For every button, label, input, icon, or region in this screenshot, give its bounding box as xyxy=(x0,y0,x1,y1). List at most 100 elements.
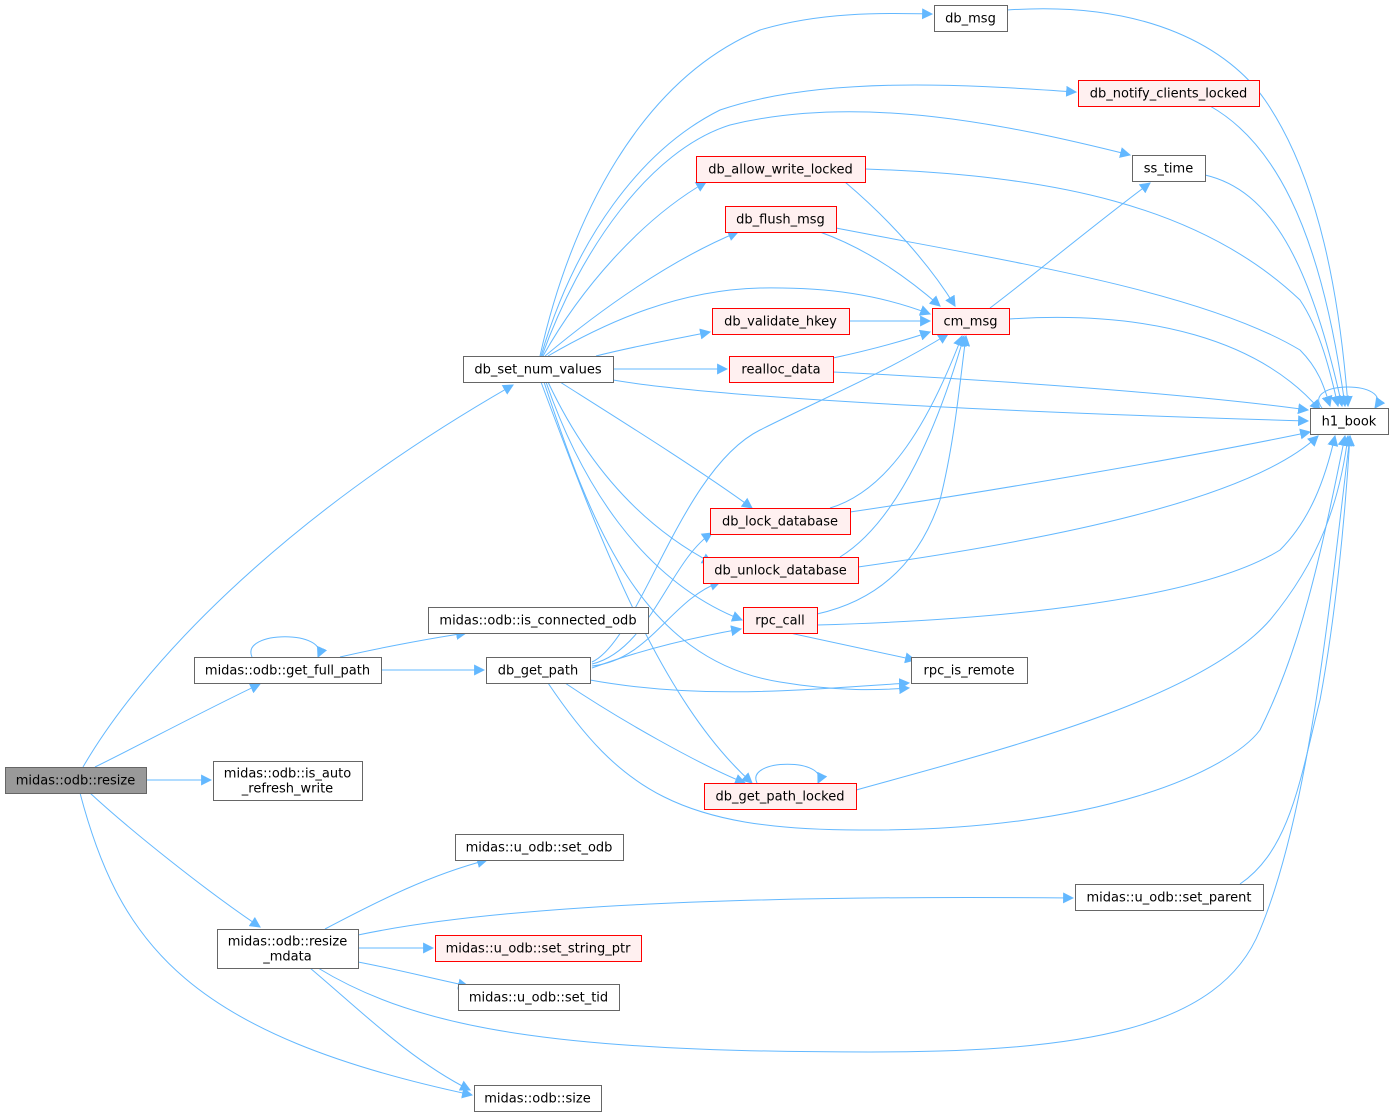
node-label: db_msg xyxy=(945,12,996,27)
node-db_msg[interactable]: db_msg xyxy=(934,5,1008,32)
node-box xyxy=(696,156,866,183)
node-h1_book[interactable]: h1_book xyxy=(1310,408,1389,435)
node-is_connected_odb[interactable]: midas::odb::is_connected_odb xyxy=(428,607,649,634)
edge-db_unlock_database-to-h1_book xyxy=(857,435,1319,568)
node-box xyxy=(458,984,620,1011)
edge-h1_book-to-h1_book xyxy=(1318,386,1386,409)
node-label: cm_msg xyxy=(944,315,998,330)
edge-rpc_call-to-rpc_is_remote xyxy=(789,632,917,664)
edges-layer xyxy=(79,8,1386,1099)
node-box xyxy=(712,308,850,335)
node-label: midas::odb::get_full_path xyxy=(205,664,370,679)
node-box xyxy=(217,929,359,969)
node-box xyxy=(463,356,614,383)
node-label: midas::odb::size xyxy=(484,1092,590,1107)
node-box xyxy=(455,834,624,861)
edge-resize-to-db_set_num_values xyxy=(82,384,514,768)
edge-rpc_call-to-h1_book xyxy=(816,434,1339,626)
node-box xyxy=(743,607,818,634)
node-box xyxy=(703,557,859,584)
node-db_unlock_database[interactable]: db_unlock_database xyxy=(703,557,859,584)
node-db_set_num_values[interactable]: db_set_num_values xyxy=(463,356,614,383)
edge-resize_mdata-to-h1_book xyxy=(317,434,1355,1053)
node-label: midas::odb::resize xyxy=(228,935,348,950)
node-label: realloc_data xyxy=(741,363,820,378)
node-box xyxy=(435,935,642,962)
node-get_full_path[interactable]: midas::odb::get_full_path xyxy=(194,657,382,684)
node-db_flush_msg[interactable]: db_flush_msg xyxy=(725,206,837,233)
node-is_auto_refresh_write[interactable]: midas::odb::is_auto_refresh_write xyxy=(213,761,363,801)
node-rpc_call[interactable]: rpc_call xyxy=(743,607,818,634)
edge-db_flush_msg-to-cm_msg xyxy=(819,231,941,307)
node-label: midas::u_odb::set_tid xyxy=(469,991,608,1006)
node-resize[interactable]: midas::odb::resize xyxy=(5,767,147,794)
node-db_lock_database[interactable]: db_lock_database xyxy=(710,508,851,535)
node-label: midas::u_odb::set_parent xyxy=(1087,891,1252,906)
node-box xyxy=(213,761,363,801)
node-set_string_ptr[interactable]: midas::u_odb::set_string_ptr xyxy=(435,935,642,962)
node-label: rpc_is_remote xyxy=(924,664,1015,679)
edge-db_get_path_locked-to-h1_book xyxy=(855,434,1353,791)
edge-db_set_num_values-to-db_msg xyxy=(539,8,934,357)
node-box xyxy=(5,767,147,794)
node-box xyxy=(729,356,834,383)
node-label: _mdata xyxy=(262,950,311,965)
node-box xyxy=(704,783,857,810)
edge-db_set_num_values-to-ss_time xyxy=(541,111,1132,357)
node-db_get_path_locked[interactable]: db_get_path_locked xyxy=(704,783,857,810)
edge-db_get_path-to-rpc_is_remote xyxy=(589,678,911,693)
edge-realloc_data-to-cm_msg xyxy=(832,329,932,359)
node-label: midas::u_odb::set_string_ptr xyxy=(446,942,632,957)
node-ss_time[interactable]: ss_time xyxy=(1132,155,1206,182)
edge-db_set_num_values-to-rpc_is_remote xyxy=(543,381,911,695)
node-box xyxy=(428,607,649,634)
node-db_validate_hkey[interactable]: db_validate_hkey xyxy=(712,308,850,335)
node-label: rpc_call xyxy=(755,614,805,629)
edge-resize_mdata-to-set_odb xyxy=(324,857,489,930)
edge-db_set_num_values-to-db_notify_clients_locked xyxy=(540,84,1078,357)
node-box xyxy=(934,5,1008,32)
node-rpc_is_remote[interactable]: rpc_is_remote xyxy=(911,657,1028,684)
node-label: db_notify_clients_locked xyxy=(1090,87,1247,102)
node-box xyxy=(1078,80,1260,107)
edge-db_get_path_locked-to-db_get_path_locked xyxy=(755,763,828,784)
edge-rpc_call-to-cm_msg xyxy=(816,334,971,615)
edge-db_get_path-to-rpc_call xyxy=(591,625,743,669)
edge-cm_msg-to-h1_book xyxy=(1008,316,1321,411)
edge-db_unlock_database-to-cm_msg xyxy=(839,334,967,558)
node-label: db_allow_write_locked xyxy=(708,163,853,178)
node-label: _refresh_write xyxy=(241,782,333,797)
node-label: db_unlock_database xyxy=(714,564,847,579)
node-db_notify_clients_locked[interactable]: db_notify_clients_locked xyxy=(1078,80,1260,107)
edge-db_allow_write_locked-to-cm_msg xyxy=(844,181,956,307)
edge-ss_time-to-h1_book xyxy=(1204,174,1346,408)
edge-db_set_num_values-to-rpc_call xyxy=(545,381,744,622)
edge-db_set_num_values-to-db_lock_database xyxy=(559,381,753,509)
node-box xyxy=(486,657,591,684)
edge-db_set_num_values-to-db_unlock_database xyxy=(547,381,713,564)
node-db_allow_write_locked[interactable]: db_allow_write_locked xyxy=(696,156,866,183)
node-label: midas::odb::resize xyxy=(16,774,136,789)
node-db_get_path[interactable]: db_get_path xyxy=(486,657,591,684)
edge-db_msg-to-h1_book xyxy=(1006,8,1353,408)
edge-db_set_num_values-to-db_validate_hkey xyxy=(595,328,712,357)
node-label: db_get_path_locked xyxy=(716,790,845,805)
node-label: midas::odb::is_auto xyxy=(224,767,351,782)
edge-resize-to-odb_size xyxy=(79,792,474,1099)
edge-db_get_path-to-db_get_path_locked xyxy=(564,682,747,785)
node-box xyxy=(932,308,1010,335)
node-cm_msg[interactable]: cm_msg xyxy=(932,308,1010,335)
node-box xyxy=(474,1085,602,1112)
node-set_tid[interactable]: midas::u_odb::set_tid xyxy=(458,984,620,1011)
node-realloc_data[interactable]: realloc_data xyxy=(729,356,834,383)
node-label: ss_time xyxy=(1144,162,1193,177)
node-resize_mdata[interactable]: midas::odb::resize_mdata xyxy=(217,929,359,969)
node-odb_size[interactable]: midas::odb::size xyxy=(474,1085,602,1112)
node-set_parent[interactable]: midas::u_odb::set_parent xyxy=(1075,884,1264,911)
edge-resize_mdata-to-odb_size xyxy=(309,967,471,1091)
edge-set_parent-to-h1_book xyxy=(1239,434,1355,885)
node-label: db_get_path xyxy=(498,664,578,679)
edge-db_flush_msg-to-h1_book xyxy=(835,227,1333,408)
node-label: db_set_num_values xyxy=(474,363,602,378)
node-set_odb[interactable]: midas::u_odb::set_odb xyxy=(455,834,624,861)
